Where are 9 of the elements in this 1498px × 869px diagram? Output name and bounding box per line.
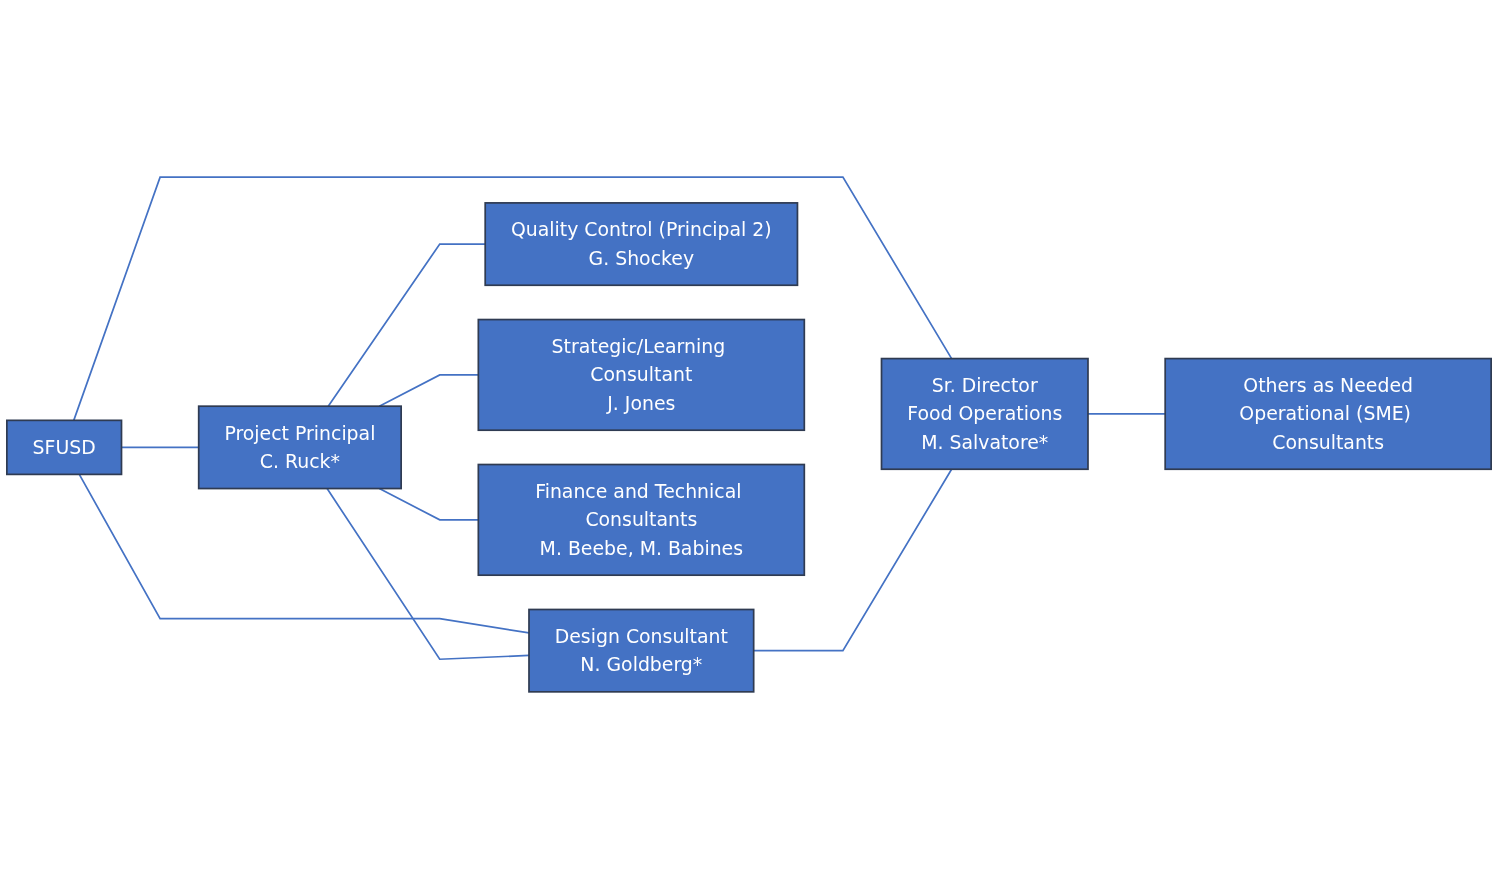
connector — [72, 176, 953, 422]
node-box: Sr. Director Food Operations M. Salvatore* — [880, 357, 1089, 471]
node-box: Quality Control (Principal 2) G. Shockey — [484, 202, 799, 287]
node-box: Finance and Technical Consultants M. Beebe, M. Babines — [477, 463, 806, 577]
node-box: Strategic/Learning Consultant J. Jones — [477, 318, 806, 432]
node-box: SFUSD — [6, 419, 123, 476]
node-box: Others as Needed Operational (SME) Consultants — [1164, 357, 1492, 471]
node-box: Project Principal C. Ruck* — [197, 405, 402, 490]
node-box: Design Consultant N. Goldberg* — [528, 608, 755, 693]
